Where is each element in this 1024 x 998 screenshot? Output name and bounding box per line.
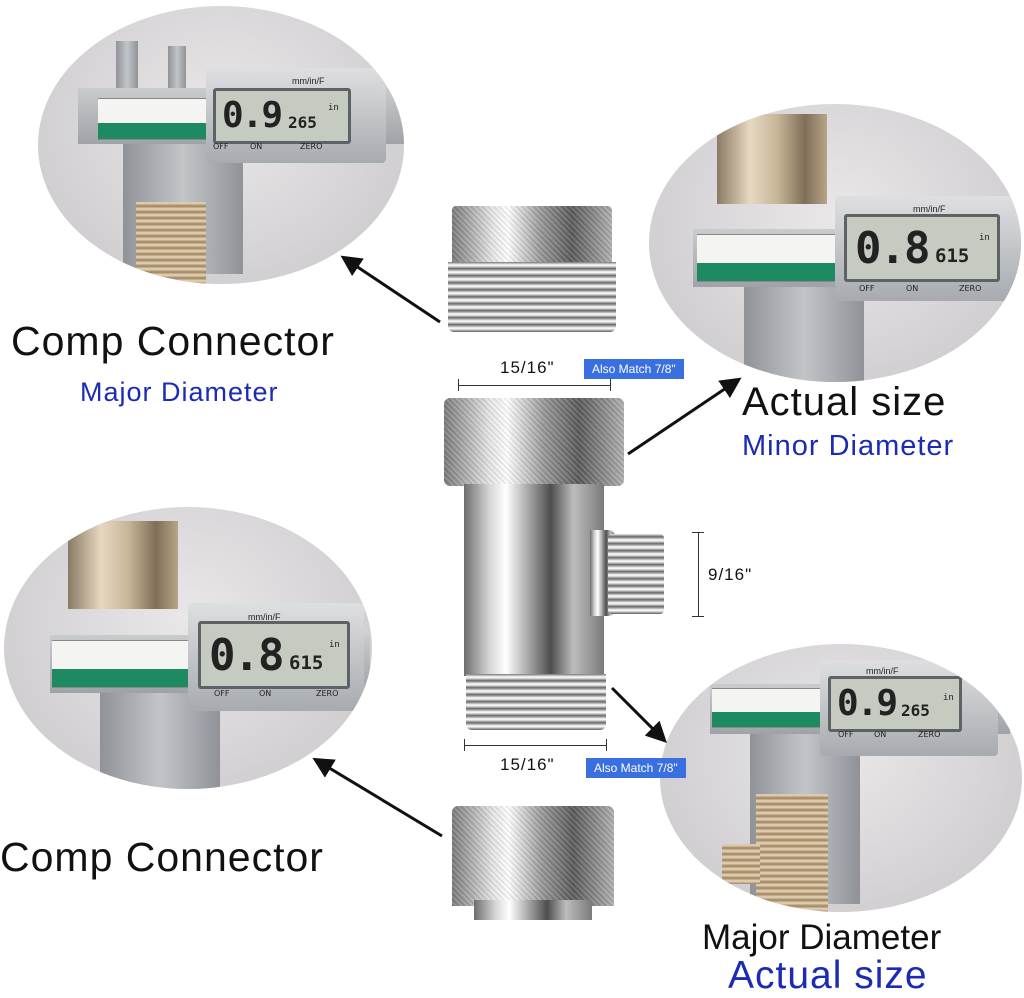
caliper-mode-label: mm/in/F	[913, 204, 946, 214]
caliper-photo-top-left: mm/in/F 0.9 265 in OFF ON ZERO	[38, 6, 404, 284]
caliper-scale	[712, 688, 822, 728]
caliper-off-label: OFF	[838, 730, 854, 739]
top-left-subtitle: Major Diameter	[80, 377, 279, 407]
top-right-subtitle: Minor Diameter	[742, 430, 955, 462]
caliper-lcd: 0.8 615 in	[844, 214, 1000, 282]
tee-bottom-thread	[466, 674, 606, 730]
caliper-off-label: OFF	[859, 284, 875, 293]
match-badge-bottom: Also Match 7/8"	[586, 758, 686, 778]
caliper-off-label: OFF	[213, 142, 229, 151]
caliper-mode-label: mm/in/F	[292, 76, 325, 86]
dimension-line-top	[458, 385, 610, 386]
tee-nut	[444, 398, 624, 486]
caliper-mode-label: mm/in/F	[248, 612, 281, 622]
dimension-tick	[458, 379, 459, 391]
caliper-off-label: OFF	[214, 689, 230, 698]
caliper-scale	[98, 98, 208, 140]
caliper-lcd: 0.9 265 in	[828, 676, 962, 732]
brass-nut	[717, 114, 827, 204]
caliper-zero-label: ZERO	[300, 142, 323, 151]
bottom-left-title: Comp Connector	[0, 834, 324, 880]
caliper-zero-label: ZERO	[316, 689, 339, 698]
comp-nut-bottom	[452, 806, 614, 906]
dimension-label-bottom: 15/16"	[500, 755, 555, 774]
caliper-on-label: ON	[874, 730, 887, 739]
dimension-tick	[464, 739, 465, 751]
tee-body	[464, 484, 604, 676]
bottom-right-title: Major Diameter	[702, 918, 942, 957]
brass-fitting	[136, 202, 206, 284]
comp-nut-stem	[474, 900, 592, 920]
bottom-right-subtitle: Actual size	[728, 954, 928, 997]
caliper-on-label: ON	[906, 284, 919, 293]
caliper-lower-jaw	[744, 287, 864, 382]
caliper-zero-label: ZERO	[959, 284, 982, 293]
caliper-lcd: 0.8 615 in	[198, 621, 350, 689]
caliper-lcd: 0.9 265 in	[213, 88, 351, 144]
brass-nut	[68, 521, 178, 609]
caliper-on-label: ON	[250, 142, 263, 151]
match-badge-top: Also Match 7/8"	[584, 359, 684, 379]
caliper-photo-top-right: mm/in/F 0.8 615 in OFF ON ZERO	[649, 104, 1021, 382]
caliper-photo-bottom-left: mm/in/F 0.8 615 in OFF ON ZERO	[4, 507, 372, 789]
dimension-tick	[606, 739, 607, 751]
caliper-scale	[697, 234, 847, 282]
caliper-scale	[52, 640, 192, 688]
dimension-label-side: 9/16"	[708, 565, 753, 584]
adapter-body-top	[452, 206, 612, 268]
caliper-on-label: ON	[259, 689, 272, 698]
caliper-mode-label: mm/in/F	[866, 666, 899, 676]
dimension-line-side	[698, 532, 699, 616]
arrow-to-bottom-left-photo	[312, 757, 443, 838]
dimension-line-bottom	[464, 745, 606, 746]
adapter-thread-top	[448, 262, 616, 332]
dimension-tick	[692, 532, 704, 533]
dimension-tick	[692, 616, 704, 617]
top-left-title: Comp Connector	[11, 318, 335, 364]
arrow-to-top-right-photo	[627, 377, 742, 456]
arrow-to-top-left-photo	[340, 255, 441, 324]
dimension-label-top: 15/16"	[500, 358, 555, 377]
caliper-zero-label: ZERO	[918, 730, 941, 739]
brass-side-port	[722, 844, 760, 884]
top-right-title: Actual size	[742, 380, 947, 424]
dimension-tick	[610, 379, 611, 391]
caliper-photo-bottom-right: mm/in/F 0.9 265 in OFF ON ZERO	[660, 644, 1022, 912]
tee-side-thread	[608, 534, 664, 614]
arrow-to-bottom-right-photo	[610, 686, 667, 743]
brass-fitting	[756, 794, 828, 912]
